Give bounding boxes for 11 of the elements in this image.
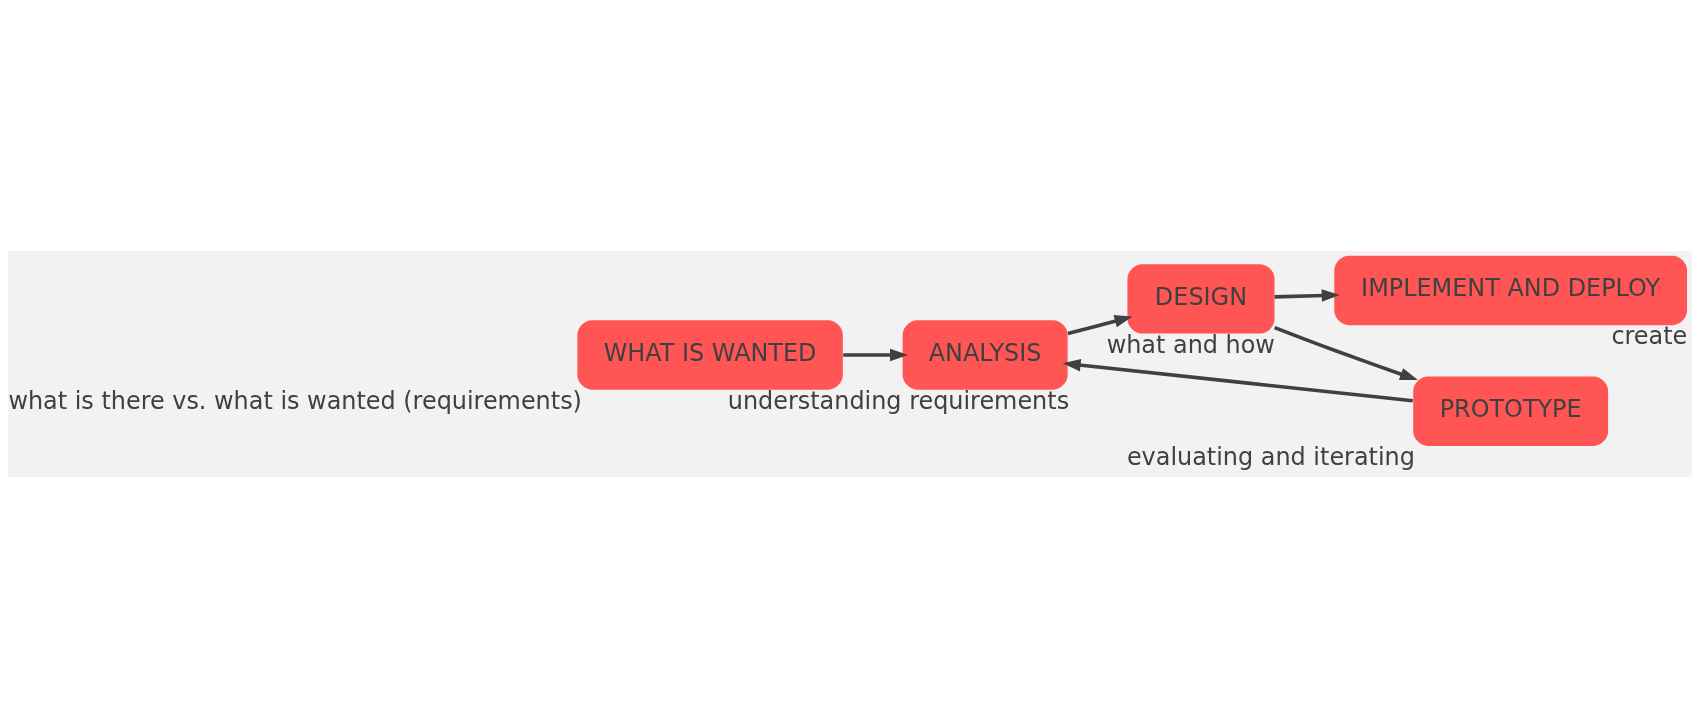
arrow (1274, 325, 1418, 381)
node-box: WHAT IS WANTED (577, 320, 843, 390)
arrow (843, 348, 908, 362)
arrow (1062, 358, 1413, 403)
node-box: IMPLEMENT AND DEPLOY (1334, 255, 1688, 326)
node-box: PROTOTYPE (1413, 376, 1609, 446)
node-label: evaluating and iterating (1126, 443, 1415, 472)
node-box: DESIGN (1127, 264, 1275, 334)
node-box: ANALYSIS (902, 320, 1068, 390)
arrow (1274, 289, 1340, 302)
arrow (1067, 315, 1133, 336)
